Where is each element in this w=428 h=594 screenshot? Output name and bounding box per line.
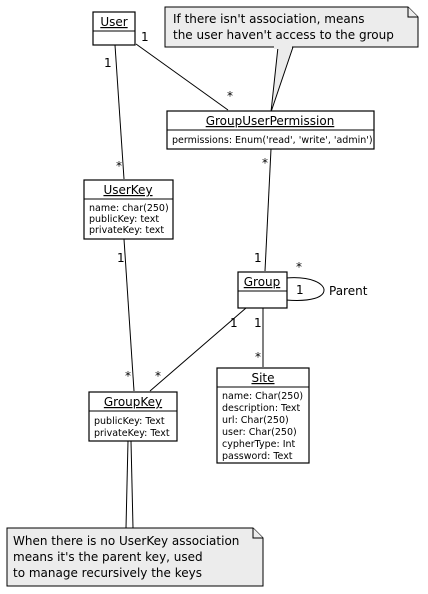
class-site-attr-2: url: Char(250): [222, 415, 289, 426]
edges: [114, 43, 325, 529]
class-userkey-attr-2: privateKey: text: [89, 225, 164, 236]
mult-gup-group-group: 1: [254, 251, 262, 265]
mult-userkey-groupkey-userkey: 1: [117, 251, 125, 265]
mult-group-self-one: 1: [296, 283, 304, 297]
key-note: When there is no UserKey association mea…: [6, 527, 264, 587]
permission-note: If there isn't association, means the us…: [164, 6, 419, 113]
key-note-line-1: When there is no UserKey association: [13, 534, 239, 548]
permission-note-fold: [407, 7, 418, 18]
class-groupkey-attr-1: privateKey: Text: [94, 428, 170, 439]
key-note-body: [6, 527, 264, 587]
mult-userkey-groupkey-groupkey: *: [125, 369, 131, 383]
class-group: Group: [237, 271, 288, 309]
edge-groupkey-keynote-b: [130, 440, 134, 529]
mult-group-self-label: Parent: [329, 284, 368, 298]
class-userkey-attr-0: name: char(250): [89, 203, 169, 214]
key-note-line-2: means it's the parent key, used: [13, 550, 203, 564]
class-groupkey: GroupKey publicKey: Text privateKey: Tex…: [88, 391, 178, 442]
permission-note-line-1: If there isn't association, means: [173, 12, 365, 26]
class-userkey-name: UserKey: [103, 183, 152, 197]
class-site-attr-5: password: Text: [222, 451, 293, 462]
class-site-name: Site: [251, 371, 274, 385]
permission-note-body: [164, 6, 419, 48]
mult-user-gup-gup: *: [227, 89, 233, 103]
key-note-line-3: to manage recursively the keys: [13, 566, 202, 580]
class-site-attr-3: user: Char(250): [222, 427, 297, 438]
edge-group-parent-self: [285, 277, 325, 301]
edge-userkey-groupkey: [123, 238, 135, 392]
mult-group-site-site: *: [255, 350, 261, 364]
edge-groupkey-keynote: [125, 440, 129, 529]
permission-note-tail: [270, 46, 294, 113]
class-user-name: User: [100, 15, 127, 29]
mult-group-groupkey-groupkey: *: [155, 369, 161, 383]
class-groupuserpermission: GroupUserPermission permissions: Enum('r…: [166, 110, 375, 150]
class-user: User: [92, 11, 136, 46]
class-group-name: Group: [244, 275, 281, 289]
class-groupkey-name: GroupKey: [104, 395, 162, 409]
class-groupuserpermission-name: GroupUserPermission: [206, 114, 335, 128]
mult-group-self-star: *: [296, 260, 302, 274]
mult-user-userkey-user: 1: [104, 56, 112, 70]
edge-user-groupuserpermission: [135, 43, 229, 111]
class-groupuserpermission-attr-0: permissions: Enum('read', 'write', 'admi…: [172, 135, 373, 146]
class-site-attr-4: cypherType: Int: [222, 439, 296, 450]
mult-gup-group-gup: *: [262, 156, 268, 170]
class-site-attr-0: name: Char(250): [222, 391, 303, 402]
mult-group-site-group: 1: [254, 316, 262, 330]
edge-group-groupkey: [149, 307, 247, 392]
mult-user-gup-user: 1: [141, 30, 149, 44]
class-userkey: UserKey name: char(250) publicKey: text …: [83, 179, 174, 240]
key-note-fold: [252, 528, 263, 539]
class-site: Site name: Char(250) description: Text u…: [216, 367, 310, 464]
edge-groupuserpermission-group: [264, 148, 272, 272]
mult-group-groupkey-group: 1: [230, 316, 238, 330]
mult-user-userkey-userkey: *: [116, 159, 122, 173]
multiplicity-labels: 1 * 1 * * 1 * 1 Parent 1 * 1 * 1 *: [104, 30, 368, 383]
edge-user-userkey: [114, 44, 125, 180]
permission-note-line-2: the user haven't access to the group: [173, 28, 394, 42]
class-site-attr-1: description: Text: [222, 403, 301, 414]
class-groupkey-attr-0: publicKey: Text: [94, 416, 165, 427]
class-userkey-attr-1: publicKey: text: [89, 214, 159, 225]
